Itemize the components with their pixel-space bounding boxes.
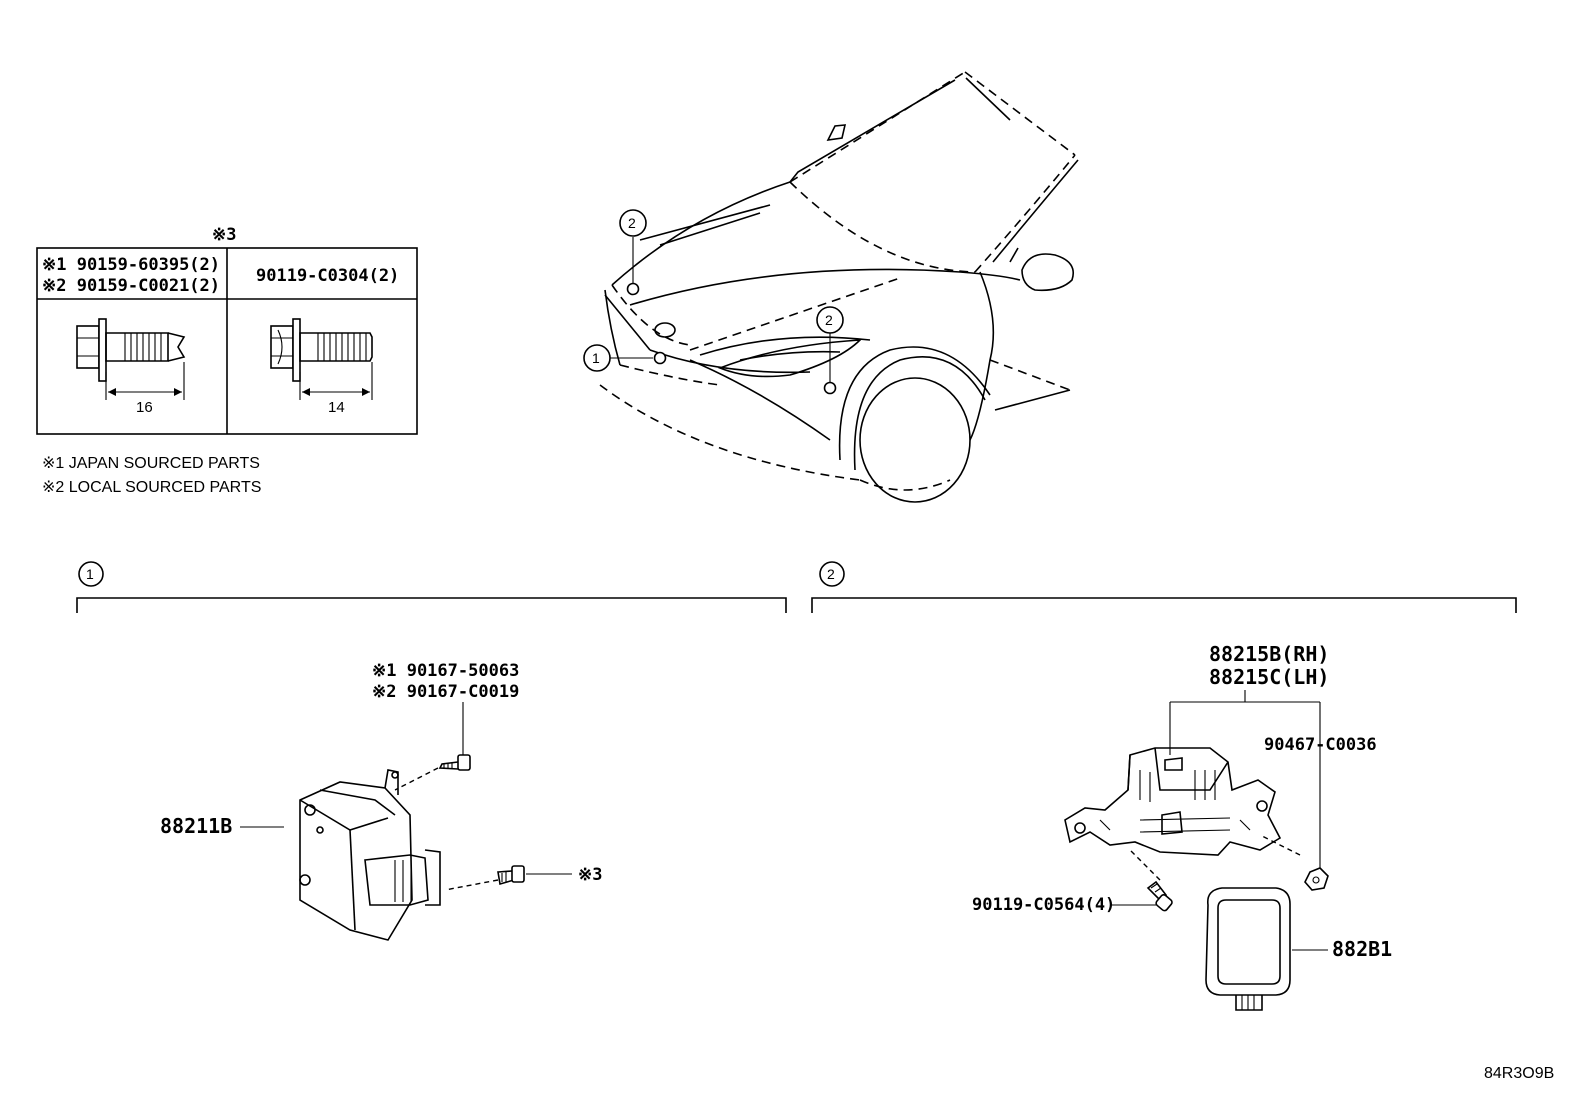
note-local-sourced: ※2 LOCAL SOURCED PARTS xyxy=(42,479,261,496)
hex-bolt-icon: 14 xyxy=(270,318,373,416)
group-2: 2 88215B(RH) 88215C(LH) 90467-C0036 xyxy=(811,561,1517,1011)
group-2-marker: 2 xyxy=(827,566,835,582)
radar-sensor-icon xyxy=(1205,887,1291,1011)
nut-icon xyxy=(1304,867,1329,891)
ref-bolt-icon xyxy=(497,865,525,886)
sensor-bracket-icon xyxy=(1064,747,1282,856)
callout-1: 1 xyxy=(592,350,600,366)
diagram-code: 84R3O9B xyxy=(1484,1065,1554,1082)
bracket-lh-part: 88215C(LH) xyxy=(1209,665,1329,689)
table-left-line2: ※2 90159-C0021(2) xyxy=(42,276,220,296)
note-japan-sourced: ※1 JAPAN SOURCED PARTS xyxy=(42,455,260,472)
screw-part-number: 90119-C0564(4) xyxy=(972,895,1115,915)
ref-bolt-mark: ※3 xyxy=(578,865,602,885)
vehicle-front-illustration: 2 1 2 xyxy=(583,71,1079,503)
group-1: 1 ※1 90167-50063 ※2 90167-C0019 882 xyxy=(76,561,787,941)
table-left-line1: ※1 90159-60395(2) xyxy=(42,255,220,275)
callout-2-right: 2 xyxy=(825,312,833,328)
left-dim-value: 16 xyxy=(136,399,153,416)
bolt-spec-table: ※3 ※1 90159-60395(2) ※2 90159-C0021(2) 9… xyxy=(36,225,418,435)
callout-2-top: 2 xyxy=(628,215,636,231)
nut-part-number: 90467-C0036 xyxy=(1264,735,1377,755)
table-header-mark: ※3 xyxy=(212,225,236,245)
table-right-part: 90119-C0304(2) xyxy=(256,266,399,286)
sensor-part-number: 882B1 xyxy=(1332,937,1392,961)
bolt-part-local: ※2 90167-C0019 xyxy=(372,682,519,702)
module-part-number: 88211B xyxy=(160,814,232,838)
control-module-icon xyxy=(299,769,441,941)
screw-icon xyxy=(1146,880,1173,912)
bolt-part-japan: ※1 90167-50063 xyxy=(372,661,519,681)
module-bolt-icon xyxy=(438,754,471,771)
right-dim-value: 14 xyxy=(328,399,345,416)
group-1-marker: 1 xyxy=(86,566,94,582)
bracket-rh-part: 88215B(RH) xyxy=(1209,642,1329,666)
flange-bolt-icon: 16 xyxy=(76,318,186,416)
